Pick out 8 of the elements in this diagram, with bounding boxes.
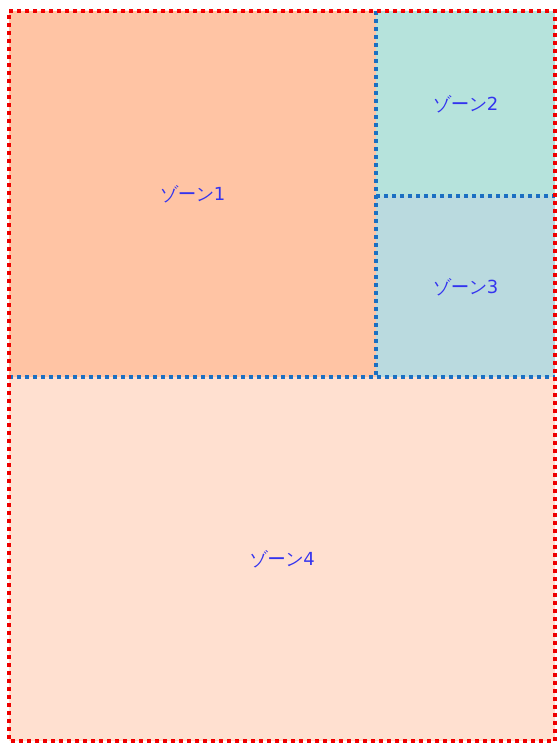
zone-label: ゾーン1 bbox=[160, 183, 226, 206]
zone-label: ゾーン3 bbox=[432, 276, 498, 298]
zone-area bbox=[376, 196, 555, 377]
zone-label: ゾーン2 bbox=[432, 92, 498, 116]
zone-area bbox=[9, 377, 555, 741]
zone-area bbox=[376, 11, 555, 196]
zone-label: ゾーン4 bbox=[249, 548, 315, 571]
zone-area bbox=[9, 11, 376, 377]
